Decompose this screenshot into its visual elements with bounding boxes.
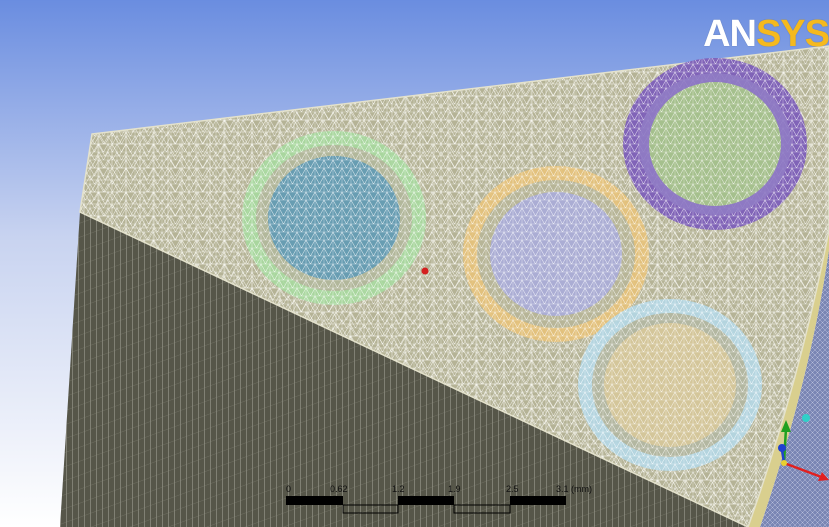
ansys-logo: ANSYS (703, 14, 829, 54)
scale-label-0: 0 (286, 484, 292, 494)
conductor-1 (242, 131, 426, 305)
scale-label-1: 0.62 (330, 484, 348, 494)
conductor-4 (578, 299, 762, 471)
scale-label-2: 1.2 (392, 484, 405, 494)
scale-label-4: 2.5 (506, 484, 519, 494)
scale-label-3: 1.9 (448, 484, 461, 494)
red-point-marker (421, 267, 429, 275)
logo-text-sys: SYS (755, 13, 829, 55)
conductor-3 (623, 58, 807, 230)
scale-bar: 0 0.62 1.2 1.9 2.5 3.1 (mm) (286, 484, 592, 520)
conductor-2 (463, 166, 649, 342)
coordinate-triad-icon[interactable] (766, 408, 829, 488)
scale-label-5: 3.1 (mm) (556, 484, 592, 494)
outer-sheath-side (760, 250, 829, 527)
logo-text-an: AN (703, 13, 757, 55)
extruded-side-face (60, 212, 748, 527)
scale-ruler (286, 496, 566, 514)
